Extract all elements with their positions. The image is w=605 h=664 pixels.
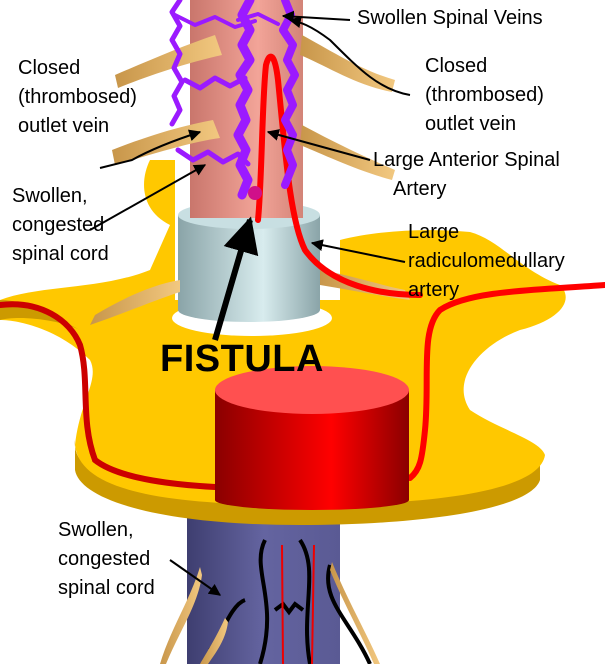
label-anterior-spinal-artery: Large Anterior Spinal Artery [373,146,560,204]
label-line: congested [12,214,105,236]
label-line: Large [408,221,460,243]
label-fistula: FISTULA [160,338,324,380]
label-line: (thrombosed) [425,84,544,106]
label-line: spinal cord [58,577,155,599]
label-line: Artery [393,178,447,200]
fistula-sac [215,366,409,510]
label-spinal-cord-upper: Swollen, congested spinal cord [12,182,109,269]
left-root-sleeve [90,280,180,325]
label-line: artery [408,279,460,301]
label-line: congested [58,548,151,570]
pointer-arrows [89,10,411,596]
lower-spinal-cord [187,480,372,664]
label-line: Swollen, [58,519,134,541]
fistula-point [248,186,262,200]
dural-sleeve [178,201,320,322]
label-line: spinal cord [12,243,109,265]
swollen-spinal-veins [169,0,299,200]
label-line: radiculomedullary [408,250,565,272]
label-line: (thrombosed) [18,86,137,108]
label-line: Swollen, [12,185,88,207]
label-line: outlet vein [425,113,517,135]
label-spinal-cord-lower: Swollen, congested spinal cord [58,516,155,603]
label-line: Closed [18,57,81,79]
fistula-arrow [212,216,259,341]
label-swollen-spinal-veins: Swollen Spinal Veins [357,7,543,29]
label-closed-outlet-vein-right: Closed (thrombosed) outlet vein [425,52,544,139]
label-closed-outlet-vein-left: Closed (thrombosed) outlet vein [18,54,137,141]
label-radiculomedullary-artery: Large radiculomedullary artery [408,218,565,305]
label-line: Closed [425,55,488,77]
label-line: outlet vein [18,115,110,137]
arteries [0,53,605,490]
lower-nerve-roots [160,562,380,664]
label-line: Large Anterior Spinal [373,149,560,171]
